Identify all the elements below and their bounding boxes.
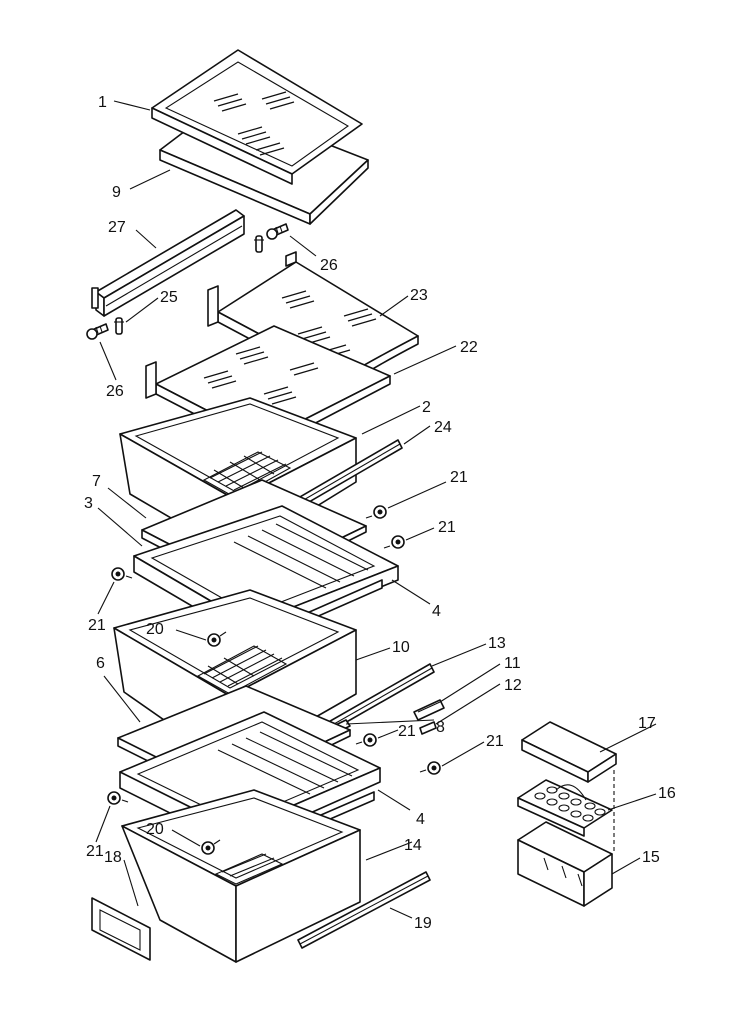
callout-part-16: 16: [658, 785, 676, 802]
callout-part-14: 14: [404, 837, 422, 854]
clip-upper: [254, 235, 264, 253]
callout-part-26-upper: 26: [320, 257, 338, 274]
bin-cover-17: [521, 721, 617, 783]
callout-part-1: 1: [98, 94, 107, 111]
callout-part-22: 22: [460, 339, 478, 356]
fastener-21-c: [111, 567, 133, 581]
bottom-drawer-14: [121, 789, 361, 963]
shelf-rail: [91, 209, 245, 317]
callout-part-27: 27: [108, 219, 126, 236]
callout-part-26-lower: 26: [106, 383, 124, 400]
label-card-18: [91, 897, 151, 961]
callout-part-3: 3: [84, 495, 93, 512]
slide-part-11: [413, 699, 445, 721]
fastener-21-f: [107, 791, 129, 805]
callout-part-4-lower: 4: [416, 811, 425, 828]
callout-part-6: 6: [96, 655, 105, 672]
clip-lower: [114, 317, 124, 335]
storage-bin-15: [517, 821, 613, 907]
callout-part-15: 15: [642, 849, 660, 866]
part-callouts: 1 9 27 26 25 26 23 22 2 24 7 3 21 21 21 …: [84, 94, 676, 932]
callout-part-9: 9: [112, 184, 121, 201]
slide-part-12: [419, 721, 437, 735]
callout-part-18: 18: [104, 849, 122, 866]
callout-part-7: 7: [92, 473, 101, 490]
callout-part-21-f: 21: [86, 843, 104, 860]
callout-part-12: 12: [504, 677, 522, 694]
callout-part-20-a: 20: [146, 621, 164, 638]
callout-part-17: 17: [638, 715, 656, 732]
top-glass-shelf: [151, 49, 363, 185]
callout-part-4-upper: 4: [432, 603, 441, 620]
callout-part-25: 25: [160, 289, 178, 306]
callout-part-21-e: 21: [486, 733, 504, 750]
callout-part-10: 10: [392, 639, 410, 656]
callout-part-20-b: 20: [146, 821, 164, 838]
fastener-21-e: [419, 761, 441, 775]
callout-part-19: 19: [414, 915, 432, 932]
fastener-21-d: [355, 733, 377, 747]
fastener-20-b: [201, 839, 221, 855]
callout-part-8: 8: [436, 719, 445, 736]
fastener-20-a: [207, 631, 227, 647]
callout-part-21-d: 21: [398, 723, 416, 740]
callout-part-2: 2: [422, 399, 431, 416]
callout-part-21-c: 21: [88, 617, 106, 634]
fastener-21-a: [365, 505, 387, 519]
fastener-21-b: [383, 535, 405, 549]
callout-part-11: 11: [504, 655, 521, 672]
screw-upper: [266, 223, 289, 240]
callout-part-13: 13: [488, 635, 506, 652]
egg-tray-16: [517, 779, 613, 837]
drawer-rail-19: [297, 871, 431, 949]
leader-lines: [95, 100, 657, 919]
callout-part-21-a: 21: [450, 469, 468, 486]
callout-part-23: 23: [410, 287, 428, 304]
screw-lower: [86, 323, 109, 340]
callout-part-24: 24: [434, 419, 452, 436]
callout-part-21-b: 21: [438, 519, 456, 536]
